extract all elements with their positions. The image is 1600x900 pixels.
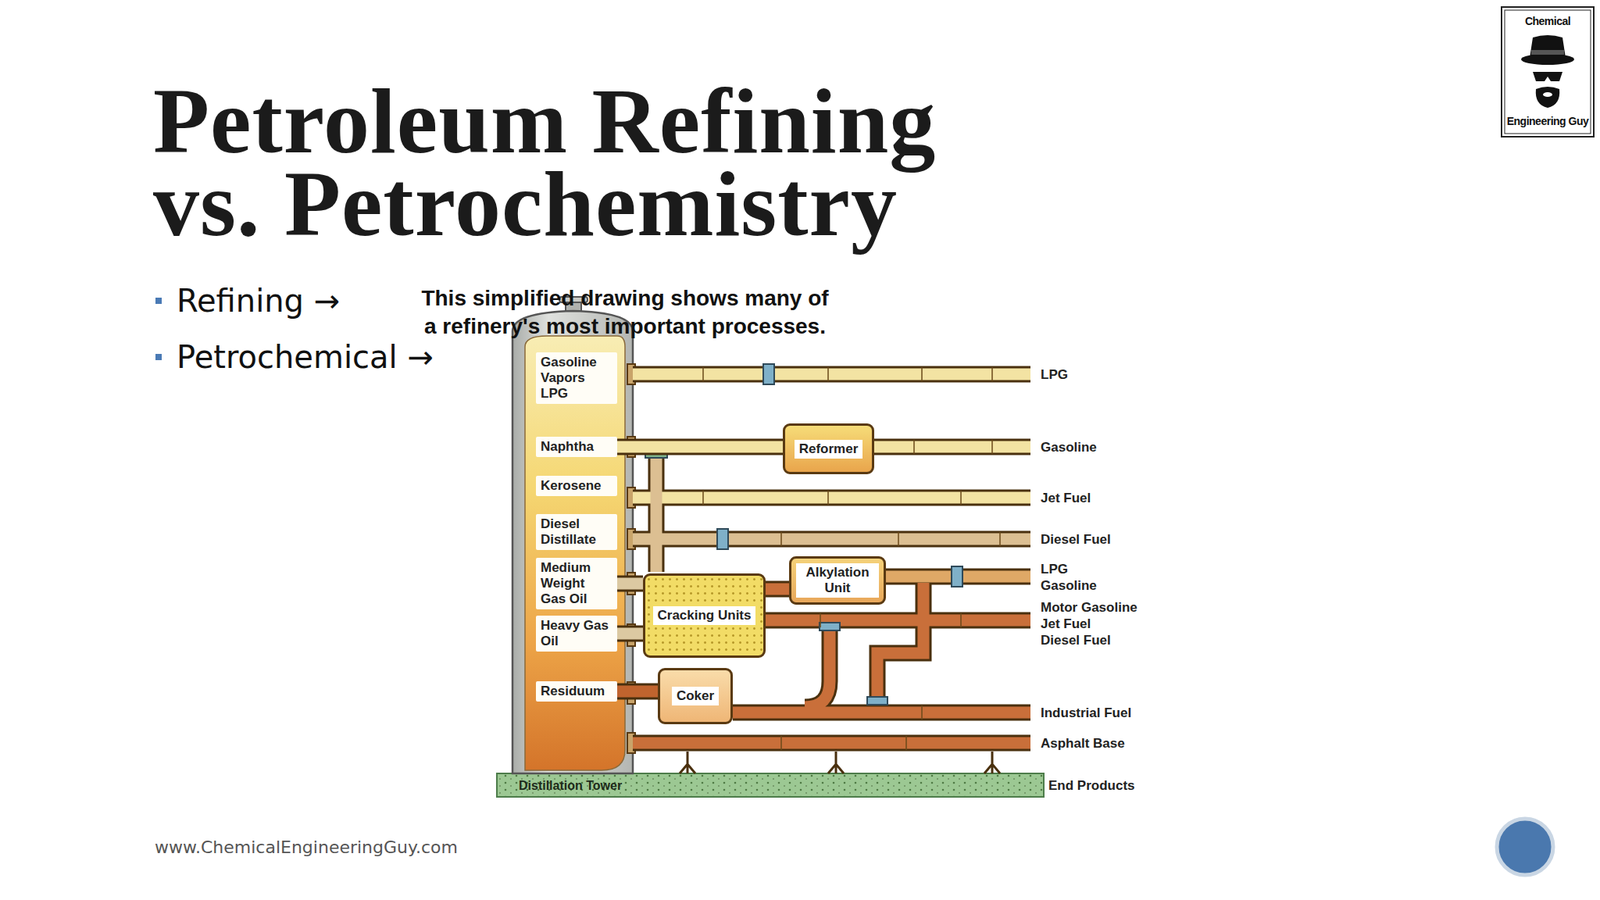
pipe-outline	[617, 625, 643, 643]
product-label: Diesel Fuel	[1040, 531, 1111, 548]
distillation-tower: Distillation Tower Gasoline VaporsLPG Naph…	[512, 306, 633, 797]
process-unit: Reformer	[782, 423, 875, 475]
product-label: Asphalt Base	[1040, 735, 1125, 752]
bullet-marker	[155, 353, 162, 361]
page-badge	[1496, 818, 1554, 875]
product-label: Jet Fuel	[1040, 489, 1091, 507]
bullet-text: Refining →	[176, 282, 340, 320]
fraction-name: Diesel Distillate	[540, 516, 613, 548]
fraction-name: Medium Weight Gas Oil	[540, 560, 613, 608]
pipe-connector	[617, 691, 658, 693]
pipe-supports	[679, 751, 1000, 774]
process-unit: Alkylation Unit	[789, 556, 886, 605]
pipe-fill	[765, 583, 790, 596]
product-label: Motor Gasoline	[1040, 599, 1138, 616]
fraction-name: LPG	[540, 385, 613, 402]
unit-name: Cracking Units	[653, 606, 757, 625]
pipe-outline	[617, 575, 643, 593]
product-label: LPG	[1040, 366, 1068, 383]
fraction-name: Heavy Gas Oil	[540, 617, 613, 650]
pipe-outline	[617, 683, 658, 700]
pipe-outline	[617, 439, 783, 456]
tower-name: Distillation Tower	[518, 778, 622, 794]
product-label: Gasoline	[1040, 577, 1097, 594]
pipe-connector	[617, 633, 643, 635]
fraction-name: Naphtha	[540, 439, 613, 455]
pipe-joints	[703, 367, 1000, 750]
slide-title: Petroleum Refining vs. Petrochemistry	[153, 80, 997, 247]
ground-band	[496, 773, 1044, 797]
pipe-connector	[617, 446, 783, 448]
fraction-label: Heavy Gas Oil	[535, 615, 618, 652]
product-label: LPG	[1040, 560, 1068, 578]
bullet-marker	[155, 297, 162, 304]
product-label: Industrial Fuel	[1040, 704, 1132, 722]
fraction-label: Kerosene	[535, 475, 618, 497]
unit-name: Alkylation Unit	[796, 563, 879, 598]
pipe-fill	[617, 441, 783, 454]
ground-texture	[497, 774, 1043, 797]
fraction-label: Naphtha	[535, 436, 618, 458]
process-unit: Coker	[657, 667, 733, 725]
pipe-connector	[617, 583, 643, 585]
bullet-text: Petrochemical →	[176, 338, 434, 376]
fraction-label: Diesel Distillate	[535, 514, 618, 550]
fraction-label: Medium Weight Gas Oil	[535, 557, 618, 610]
pipe-fill	[617, 628, 643, 640]
figure-caption: This simplified drawing shows many of a …	[375, 284, 875, 341]
process-unit: Cracking Units	[642, 573, 766, 658]
pipe-fill	[617, 578, 643, 590]
unit-name: Reformer	[794, 439, 864, 459]
pipe-outline	[765, 581, 790, 598]
fraction-label: Gasoline VaporsLPG	[535, 352, 618, 404]
fraction-name: Kerosene	[540, 478, 613, 494]
footer-url: www.ChemicalEngineeringGuy.com	[154, 836, 458, 859]
unit-name: Coker	[671, 686, 719, 706]
fraction-name: Gasoline Vapors	[540, 354, 613, 386]
pipe-fill	[617, 685, 658, 698]
logo	[1501, 7, 1594, 137]
product-label: Diesel Fuel	[1040, 632, 1111, 649]
logo-text: Engineering Guy	[1502, 114, 1593, 129]
product-label: Gasoline	[1040, 439, 1097, 456]
pipe-connector	[765, 589, 790, 590]
logo-text: Chemical	[1502, 14, 1593, 29]
tower-shell	[512, 310, 633, 774]
product-label: Jet Fuel	[1040, 615, 1091, 633]
fraction-label: Residuum	[535, 681, 618, 702]
ground-label: End Products	[1048, 777, 1136, 794]
tower-contents	[525, 335, 625, 771]
fraction-name: Residuum	[540, 683, 613, 700]
product-pipes	[632, 374, 1031, 743]
